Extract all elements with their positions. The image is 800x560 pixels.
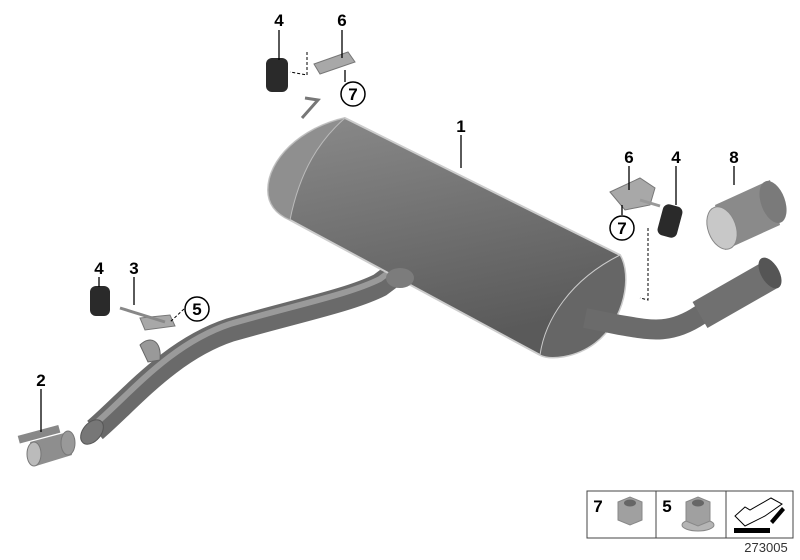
legend-label-7: 7 xyxy=(593,497,602,516)
pipe-clamp xyxy=(139,339,161,363)
pipe-clamp xyxy=(17,424,76,467)
tailpipe-trim xyxy=(706,180,787,250)
diagram-number: 273005 xyxy=(744,540,787,555)
rear-muffler xyxy=(266,96,627,359)
callout-circle xyxy=(609,215,635,241)
flange-nut-icon xyxy=(681,496,715,532)
legend-label-5: 5 xyxy=(662,497,671,516)
callout-7: 7 xyxy=(348,85,357,104)
callout-8: 8 xyxy=(729,148,738,167)
bracket xyxy=(119,306,176,331)
callout-4: 4 xyxy=(274,11,284,30)
callout-circle xyxy=(340,81,366,107)
callout-circle xyxy=(184,296,210,322)
rubber-mount xyxy=(266,58,288,92)
callout-3: 3 xyxy=(129,259,138,278)
callout-5: 5 xyxy=(192,300,201,319)
callout-6: 6 xyxy=(337,11,346,30)
front-pipe xyxy=(80,260,408,445)
hardware-legend: 7 5 xyxy=(586,490,794,539)
callout-4: 4 xyxy=(671,148,681,167)
bracket xyxy=(313,51,356,75)
callout-7: 7 xyxy=(617,219,626,238)
callout-6: 6 xyxy=(624,148,633,167)
hex-nut-icon xyxy=(617,496,643,526)
assembly-line xyxy=(169,308,185,323)
tail-pipe xyxy=(583,257,782,340)
callout-1: 1 xyxy=(456,117,465,136)
assembly-line xyxy=(289,52,308,76)
rubber-mount xyxy=(657,204,683,238)
rubber-mount xyxy=(90,286,110,316)
callout-4: 4 xyxy=(94,259,104,278)
bracket xyxy=(609,177,661,211)
direction-arrow-icon xyxy=(734,497,785,533)
assembly-line xyxy=(639,228,649,301)
callout-2: 2 xyxy=(36,371,45,390)
